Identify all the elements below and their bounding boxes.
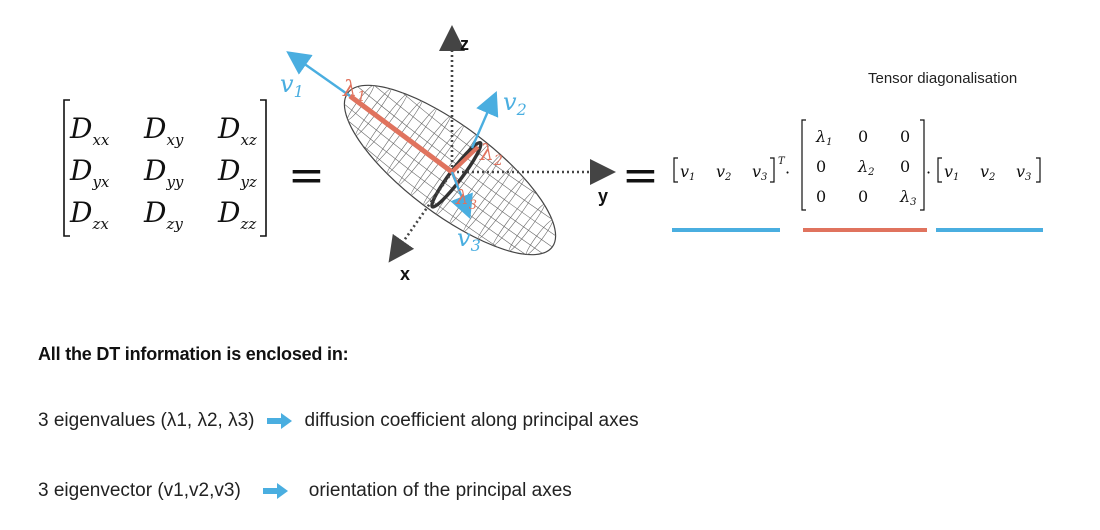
info-item-lead: 3 eigenvalues (λ1, λ2, λ3): [38, 410, 255, 431]
arrow-right-icon: [262, 483, 288, 499]
wire-longitude: [492, 190, 536, 246]
lambda2-line: [450, 145, 480, 174]
v1-label: v1: [280, 70, 304, 101]
transpose-mark: T: [778, 156, 786, 167]
diag-matrix-cells: λ1 0 0 0 λ2 0 0 0 λ3: [815, 127, 917, 208]
right-vector-v2: v2: [980, 162, 995, 183]
lambda3-label: λ3: [455, 185, 477, 213]
axis-x-label: x: [400, 264, 410, 284]
wire-latitude: [348, 120, 526, 255]
diag-cell-1-1: λ2: [857, 157, 875, 178]
matrix-cell-dxz: Dxz: [217, 112, 257, 149]
matrix-cell-dyy: Dyy: [143, 154, 184, 191]
diag-cell-1-0: 0: [816, 157, 826, 176]
diag-cell-2-2: λ3: [899, 187, 917, 208]
underline-blue-right: [936, 228, 1043, 232]
left-vector-v3: v3: [752, 162, 767, 183]
matrix-cell-dyz: Dyz: [217, 154, 257, 191]
matrix-cell-dxx: Dxx: [69, 112, 110, 149]
matrix-cell-dzy: Dzy: [143, 196, 183, 233]
tensor-diagonalisation-title: Tensor diagonalisation: [868, 70, 1018, 87]
matrix-cell-dxy: Dxy: [143, 112, 184, 149]
lambda2-label: λ2: [479, 141, 503, 169]
diag-cell-2-1: 0: [858, 187, 868, 206]
decomposition-formula: v1 v2 v3 T · λ1 0 0 0 λ2 0 0 0 λ3 · v1 v2 v3: [673, 119, 1041, 211]
equals-sign-1: =: [288, 150, 325, 201]
matrix-right-bracket: [260, 99, 267, 237]
equals-sign-2: =: [622, 150, 659, 201]
diag-cell-0-1: 0: [858, 127, 868, 146]
diag-cell-0-0: λ1: [815, 127, 833, 148]
axis-x: [388, 171, 454, 263]
right-vector-bracket-open: [937, 157, 942, 183]
matrix-cell-dzz: Dzz: [217, 196, 256, 233]
info-item-desc: diffusion coefficient along principal ax…: [304, 410, 639, 431]
matrix-cell-dzx: Dzx: [69, 196, 109, 233]
wire-latitude: [402, 92, 538, 195]
right-vector-v3: v3: [1016, 162, 1031, 183]
axis-z-label: z: [460, 34, 469, 54]
diag-cell-1-2: 0: [900, 157, 910, 176]
left-vector-v1: v1: [680, 162, 695, 183]
wire-longitude: [508, 204, 545, 252]
info-item-eigenvalues: 3 eigenvalues (λ1, λ2, λ3) diffusion coe…: [38, 410, 639, 432]
left-vector-bracket-close: [770, 157, 775, 183]
right-vector-bracket-close: [1036, 157, 1041, 183]
left-vector-bracket-open: [673, 157, 678, 183]
left-vector-v2: v2: [716, 162, 731, 183]
eigenvector-v2-arrow: [470, 90, 499, 149]
matrix-cell-dyx: Dyx: [69, 154, 110, 191]
info-item-lead: 3 eigenvector (v1,v2,v3): [38, 480, 241, 501]
diag-cell-2-0: 0: [816, 187, 826, 206]
wire-longitude: [526, 219, 553, 255]
dot-2: ·: [926, 163, 931, 182]
right-vector-v1: v1: [944, 162, 959, 183]
info-item-eigenvectors: 3 eigenvector (v1,v2,v3) orientation of …: [38, 480, 572, 502]
underline-red-middle: [803, 228, 927, 232]
eigenvector-v1-arrow: [286, 51, 351, 97]
arrow-right-icon: [266, 413, 292, 429]
info-heading: All the DT information is enclosed in:: [38, 344, 349, 364]
v2-label: v2: [503, 88, 527, 119]
matrix-left-bracket: [63, 99, 70, 237]
diag-matrix-bracket-left: [801, 119, 806, 211]
info-item-desc: orientation of the principal axes: [308, 480, 572, 501]
wire-latitude: [362, 145, 498, 248]
lambda1-line: [348, 93, 454, 175]
lambda1-label: λ1: [342, 77, 366, 105]
wire-longitude: [477, 177, 525, 240]
wire-latitude: [374, 85, 552, 220]
underline-blue-left: [672, 228, 780, 232]
wire-latitude: [344, 103, 543, 254]
diag-cell-0-2: 0: [900, 127, 910, 146]
v3-label: v3: [457, 224, 481, 255]
diag-matrix-bracket-right: [920, 119, 925, 211]
diffusion-ellipsoid: z y x v1 v2 v3 λ1 λ2 λ3: [280, 25, 616, 284]
wire-longitude: [463, 165, 514, 232]
axis-y-label: y: [598, 186, 608, 206]
dot-1: ·: [785, 163, 790, 182]
eigenvector-v3-arrow: [450, 171, 473, 220]
